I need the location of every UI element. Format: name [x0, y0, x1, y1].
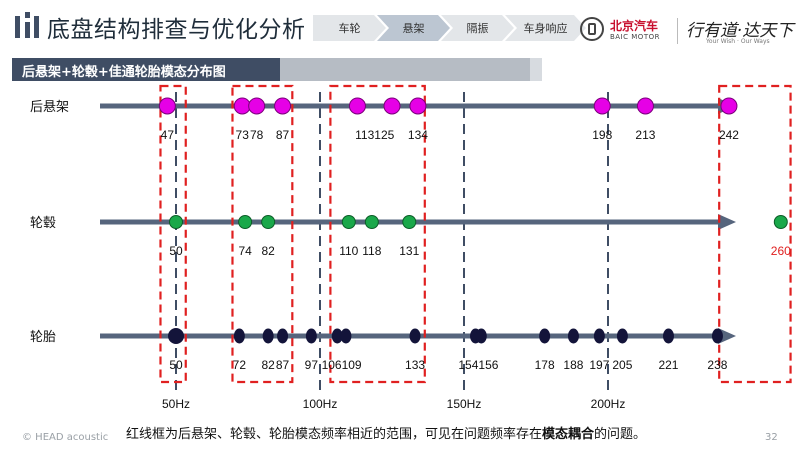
hub-mode-point	[238, 215, 253, 229]
point-label: 110	[339, 244, 358, 258]
point-label: 82	[261, 358, 275, 372]
step-isolation[interactable]: 隔振	[441, 15, 514, 41]
highlight-range-box	[718, 84, 792, 384]
point-label: 242	[719, 128, 739, 142]
suspension-mode-point	[636, 97, 654, 115]
caption-emphasis: 模态耦合	[542, 427, 595, 442]
point-label: 198	[592, 128, 612, 142]
highlight-range-box	[231, 84, 294, 384]
suspension-mode-point	[720, 97, 738, 115]
tire-mode-point	[662, 328, 674, 344]
baic-emblem-icon	[580, 17, 604, 41]
tire-mode-point	[409, 328, 421, 344]
point-label: 238	[707, 358, 727, 372]
tire-mode-point	[593, 328, 605, 344]
point-label: 50	[169, 358, 183, 372]
caption-text: 红线框为后悬架、轮毂、轮胎模态频率相近的范围，可见在问题频率存在	[126, 427, 543, 442]
tire-mode-point	[340, 328, 352, 344]
tire-mode-point	[277, 328, 289, 344]
suspension-mode-point	[233, 97, 251, 115]
point-label: 82	[261, 244, 275, 258]
point-label: 78	[250, 128, 264, 142]
step-suspension[interactable]: 悬架	[377, 15, 450, 41]
company-logo-icon	[14, 12, 40, 40]
slogan-english: Your Wish · Our Ways	[706, 38, 770, 45]
row-label: 轮胎	[30, 330, 56, 345]
page-title: 底盘结构排查与优化分析	[47, 17, 306, 43]
point-label: 205	[612, 358, 632, 372]
point-label: 260	[771, 244, 791, 258]
brand-divider	[677, 18, 678, 44]
axis-arrow-icon	[718, 328, 736, 344]
tire-mode-point	[711, 328, 723, 344]
tire-mode-point	[567, 328, 579, 344]
point-label: 188	[563, 358, 583, 372]
point-label: 134	[408, 128, 428, 142]
highlight-range-box	[159, 84, 187, 384]
reference-line-label: 150Hz	[447, 397, 482, 411]
tire-mode-point	[539, 328, 551, 344]
point-label: 87	[276, 358, 290, 372]
point-label: 213	[635, 128, 655, 142]
hub-mode-point	[773, 215, 788, 229]
point-label: 133	[405, 358, 425, 372]
point-label: 97	[305, 358, 319, 372]
point-label: 106109	[322, 358, 362, 372]
reference-line-label: 100Hz	[303, 397, 338, 411]
point-label: 74	[238, 244, 252, 258]
tire-mode-point	[262, 328, 274, 344]
suspension-mode-point	[348, 97, 366, 115]
caption: 红线框为后悬架、轮毂、轮胎模态频率相近的范围，可见在问题频率存在模态耦合的问题。	[126, 423, 646, 442]
tire-mode-point	[233, 328, 245, 344]
hub-mode-point	[169, 215, 183, 229]
footer-copyright: © HEAD acoustic	[22, 432, 109, 443]
hub-mode-point	[341, 215, 356, 229]
brand-logo: 北京汽车 BAIC MOTOR	[580, 14, 700, 46]
step-wheel[interactable]: 车轮	[313, 15, 386, 41]
reference-line-label: 200Hz	[591, 397, 626, 411]
row-label: 轮毂	[30, 216, 56, 231]
suspension-mode-point	[593, 97, 611, 115]
point-label: 197	[589, 358, 609, 372]
axis-arrow-icon	[718, 214, 736, 230]
hub-mode-point	[402, 215, 417, 229]
hub-mode-point	[261, 215, 276, 229]
brand-english-name: BAIC MOTOR	[610, 33, 660, 41]
tire-mode-point	[305, 328, 317, 344]
section-bar-end	[530, 58, 542, 81]
hub-mode-point	[364, 215, 379, 229]
point-label: 113125	[355, 128, 394, 142]
point-label: 50	[169, 244, 183, 258]
slogan: 行有道·达天下	[686, 21, 794, 41]
point-label: 72	[233, 358, 247, 372]
point-label: 131	[399, 244, 419, 258]
point-label: 118	[362, 244, 381, 258]
tire-mode-point	[475, 328, 487, 344]
point-label: 47	[161, 128, 175, 142]
section-bar	[12, 58, 280, 81]
caption-tail: 的问题。	[594, 427, 647, 442]
tire-mode-point	[331, 328, 343, 344]
point-label: 87	[276, 128, 290, 142]
suspension-mode-point	[274, 97, 292, 115]
tire-mode-point	[616, 328, 628, 344]
point-label: 178	[535, 358, 555, 372]
suspension-mode-point	[409, 97, 427, 115]
suspension-mode-point	[158, 97, 176, 115]
brand-name: 北京汽车	[610, 19, 659, 33]
point-label: 73	[236, 128, 250, 142]
point-label: 154156	[458, 358, 498, 372]
page-number: 32	[765, 432, 778, 443]
point-label: 221	[658, 358, 678, 372]
suspension-mode-point	[248, 97, 266, 115]
step-body-response[interactable]: 车身响应	[505, 15, 586, 41]
reference-line-label: 50Hz	[162, 397, 190, 411]
suspension-mode-point	[383, 97, 401, 115]
section-title: 后悬架+轮毂+佳通轮胎模态分布图	[22, 65, 226, 80]
row-label: 后悬架	[30, 100, 69, 115]
section-bar-fill	[280, 58, 530, 81]
tire-mode-point	[168, 328, 184, 344]
